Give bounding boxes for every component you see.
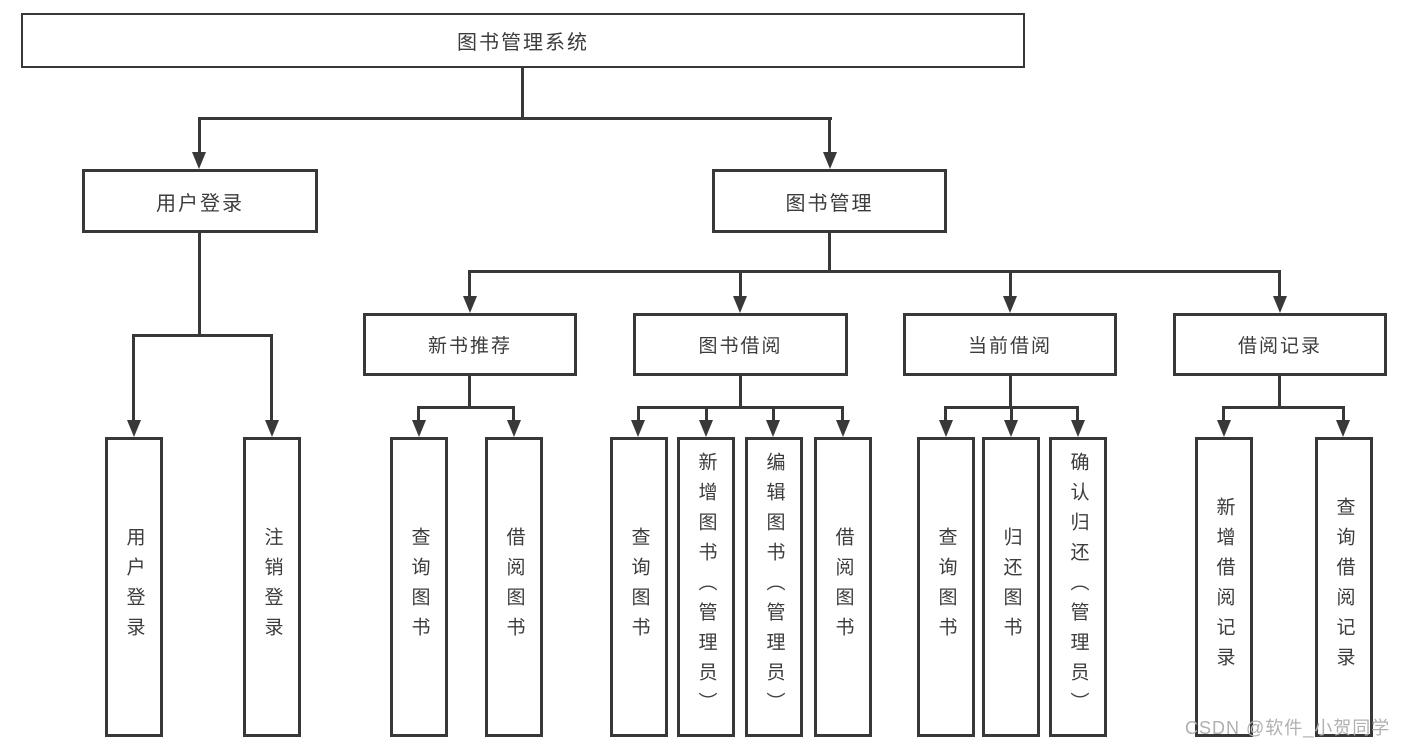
node-new-book-recommend: 新书推荐 bbox=[363, 313, 577, 376]
arrow-down-icon-cb-query-book bbox=[939, 420, 953, 437]
arrow-down-icon-nbr-borrow-book bbox=[507, 420, 521, 437]
leaf-br-add-record-label: 新增借阅记录 bbox=[1213, 497, 1235, 677]
connector-borrow-records-stem bbox=[1278, 376, 1281, 409]
leaf-cb-confirm-return-admin: 确认归还（管理员） bbox=[1049, 437, 1107, 737]
leaf-logout: 注销登录 bbox=[243, 437, 301, 737]
arrow-down-icon-book-management bbox=[823, 152, 837, 169]
node-current-borrow: 当前借阅 bbox=[903, 313, 1117, 376]
leaf-bb-borrow-book-label: 借阅图书 bbox=[832, 527, 854, 647]
leaf-user-login: 用户登录 bbox=[105, 437, 163, 737]
connector-drop-br-add-record bbox=[1222, 406, 1225, 422]
leaf-br-query-record-label: 查询借阅记录 bbox=[1333, 497, 1355, 677]
node-user-login: 用户登录 bbox=[82, 169, 318, 233]
arrow-down-icon-br-add-record bbox=[1217, 420, 1231, 437]
leaf-br-add-record: 新增借阅记录 bbox=[1195, 437, 1253, 737]
connector-current-borrow-stem bbox=[1009, 376, 1012, 409]
connector-drop-leaf-user-login bbox=[132, 334, 135, 422]
leaf-br-query-record: 查询借阅记录 bbox=[1315, 437, 1373, 737]
node-user-login-label: 用户登录 bbox=[156, 192, 244, 215]
arrow-down-icon-current-borrow bbox=[1003, 296, 1017, 313]
arrow-down-icon-cb-return-book bbox=[1004, 420, 1018, 437]
node-book-borrow-label: 图书借阅 bbox=[698, 336, 783, 357]
node-borrow-records: 借阅记录 bbox=[1173, 313, 1387, 376]
leaf-nbr-query-book-label: 查询图书 bbox=[408, 527, 430, 647]
connector-drop-new-book-recommend bbox=[468, 270, 471, 298]
connector-drop-bb-add-book bbox=[705, 406, 708, 422]
leaf-bb-edit-book-admin-label: 编辑图书（管理员） bbox=[763, 452, 785, 722]
arrow-down-icon-user-login bbox=[192, 152, 206, 169]
leaf-cb-return-book: 归还图书 bbox=[982, 437, 1040, 737]
arrow-down-icon-bb-edit-book bbox=[766, 420, 780, 437]
arrow-down-icon-borrow-records bbox=[1273, 296, 1287, 313]
connector-user-login-stem bbox=[198, 233, 201, 337]
node-root-label: 图书管理系统 bbox=[457, 32, 589, 54]
csdn-watermark: CSDN @软件_小贺同学 bbox=[1185, 718, 1391, 738]
node-borrow-records-label: 借阅记录 bbox=[1237, 336, 1322, 357]
connector-book-management-stem bbox=[828, 233, 831, 273]
leaf-bb-query-book-label: 查询图书 bbox=[628, 527, 650, 647]
node-root: 图书管理系统 bbox=[21, 13, 1025, 68]
connector-drop-user-login bbox=[198, 117, 201, 155]
connector-new-book-recommend-split bbox=[417, 406, 515, 409]
leaf-nbr-query-book: 查询图书 bbox=[390, 437, 448, 737]
leaf-cb-query-book-label: 查询图书 bbox=[935, 527, 957, 647]
leaf-bb-add-book-admin: 新增图书（管理员） bbox=[677, 437, 735, 737]
leaf-cb-confirm-return-admin-label: 确认归还（管理员） bbox=[1067, 452, 1089, 722]
leaf-user-login-label: 用户登录 bbox=[123, 527, 145, 647]
connector-drop-cb-return-book bbox=[1010, 406, 1013, 422]
leaf-bb-borrow-book: 借阅图书 bbox=[814, 437, 872, 737]
node-book-management: 图书管理 bbox=[712, 169, 947, 233]
arrow-down-icon-new-book-recommend bbox=[463, 296, 477, 313]
connector-drop-bb-query-book bbox=[637, 406, 640, 422]
connector-drop-cb-query-book bbox=[944, 406, 947, 422]
leaf-logout-label: 注销登录 bbox=[261, 527, 283, 647]
leaf-bb-edit-book-admin: 编辑图书（管理员） bbox=[745, 437, 803, 737]
connector-root-stem bbox=[521, 68, 524, 118]
node-book-management-label: 图书管理 bbox=[785, 192, 874, 215]
connector-drop-leaf-logout bbox=[270, 334, 273, 422]
leaf-cb-query-book: 查询图书 bbox=[917, 437, 975, 737]
connector-drop-book-management bbox=[828, 117, 831, 155]
node-book-borrow: 图书借阅 bbox=[633, 313, 848, 376]
arrow-down-icon-bb-query-book bbox=[631, 420, 645, 437]
connector-book-management-split bbox=[468, 270, 1281, 273]
connector-book-borrow-stem bbox=[739, 376, 742, 409]
arrow-down-icon-cb-confirm-return bbox=[1071, 420, 1085, 437]
leaf-nbr-borrow-book-label: 借阅图书 bbox=[503, 527, 525, 647]
connector-drop-borrow-records bbox=[1278, 270, 1281, 298]
leaf-bb-add-book-admin-label: 新增图书（管理员） bbox=[695, 452, 717, 722]
connector-borrow-records-split bbox=[1222, 406, 1345, 409]
arrow-down-icon-bb-add-book bbox=[699, 420, 713, 437]
connector-drop-br-query-record bbox=[1342, 406, 1345, 422]
connector-root-split bbox=[198, 117, 832, 120]
arrow-down-icon-leaf-user-login bbox=[127, 420, 141, 437]
arrow-down-icon-book-borrow bbox=[733, 296, 747, 313]
connector-drop-nbr-query-book bbox=[417, 406, 420, 422]
leaf-bb-query-book: 查询图书 bbox=[610, 437, 668, 737]
connector-user-login-split bbox=[132, 334, 273, 337]
connector-drop-current-borrow bbox=[1009, 270, 1012, 298]
leaf-nbr-borrow-book: 借阅图书 bbox=[485, 437, 543, 737]
node-current-borrow-label: 当前借阅 bbox=[967, 336, 1052, 357]
connector-book-borrow-split bbox=[637, 406, 844, 409]
connector-drop-cb-confirm-return bbox=[1076, 406, 1079, 422]
arrow-down-icon-nbr-query-book bbox=[412, 420, 426, 437]
connector-new-book-recommend-stem bbox=[468, 376, 471, 409]
connector-drop-bb-borrow-book bbox=[841, 406, 844, 422]
node-new-book-recommend-label: 新书推荐 bbox=[427, 336, 512, 357]
arrow-down-icon-bb-borrow-book bbox=[836, 420, 850, 437]
arrow-down-icon-br-query-record bbox=[1336, 420, 1350, 437]
arrow-down-icon-leaf-logout bbox=[265, 420, 279, 437]
leaf-cb-return-book-label: 归还图书 bbox=[1000, 527, 1022, 647]
connector-drop-book-borrow bbox=[739, 270, 742, 298]
connector-drop-bb-edit-book bbox=[772, 406, 775, 422]
connector-drop-nbr-borrow-book bbox=[512, 406, 515, 422]
